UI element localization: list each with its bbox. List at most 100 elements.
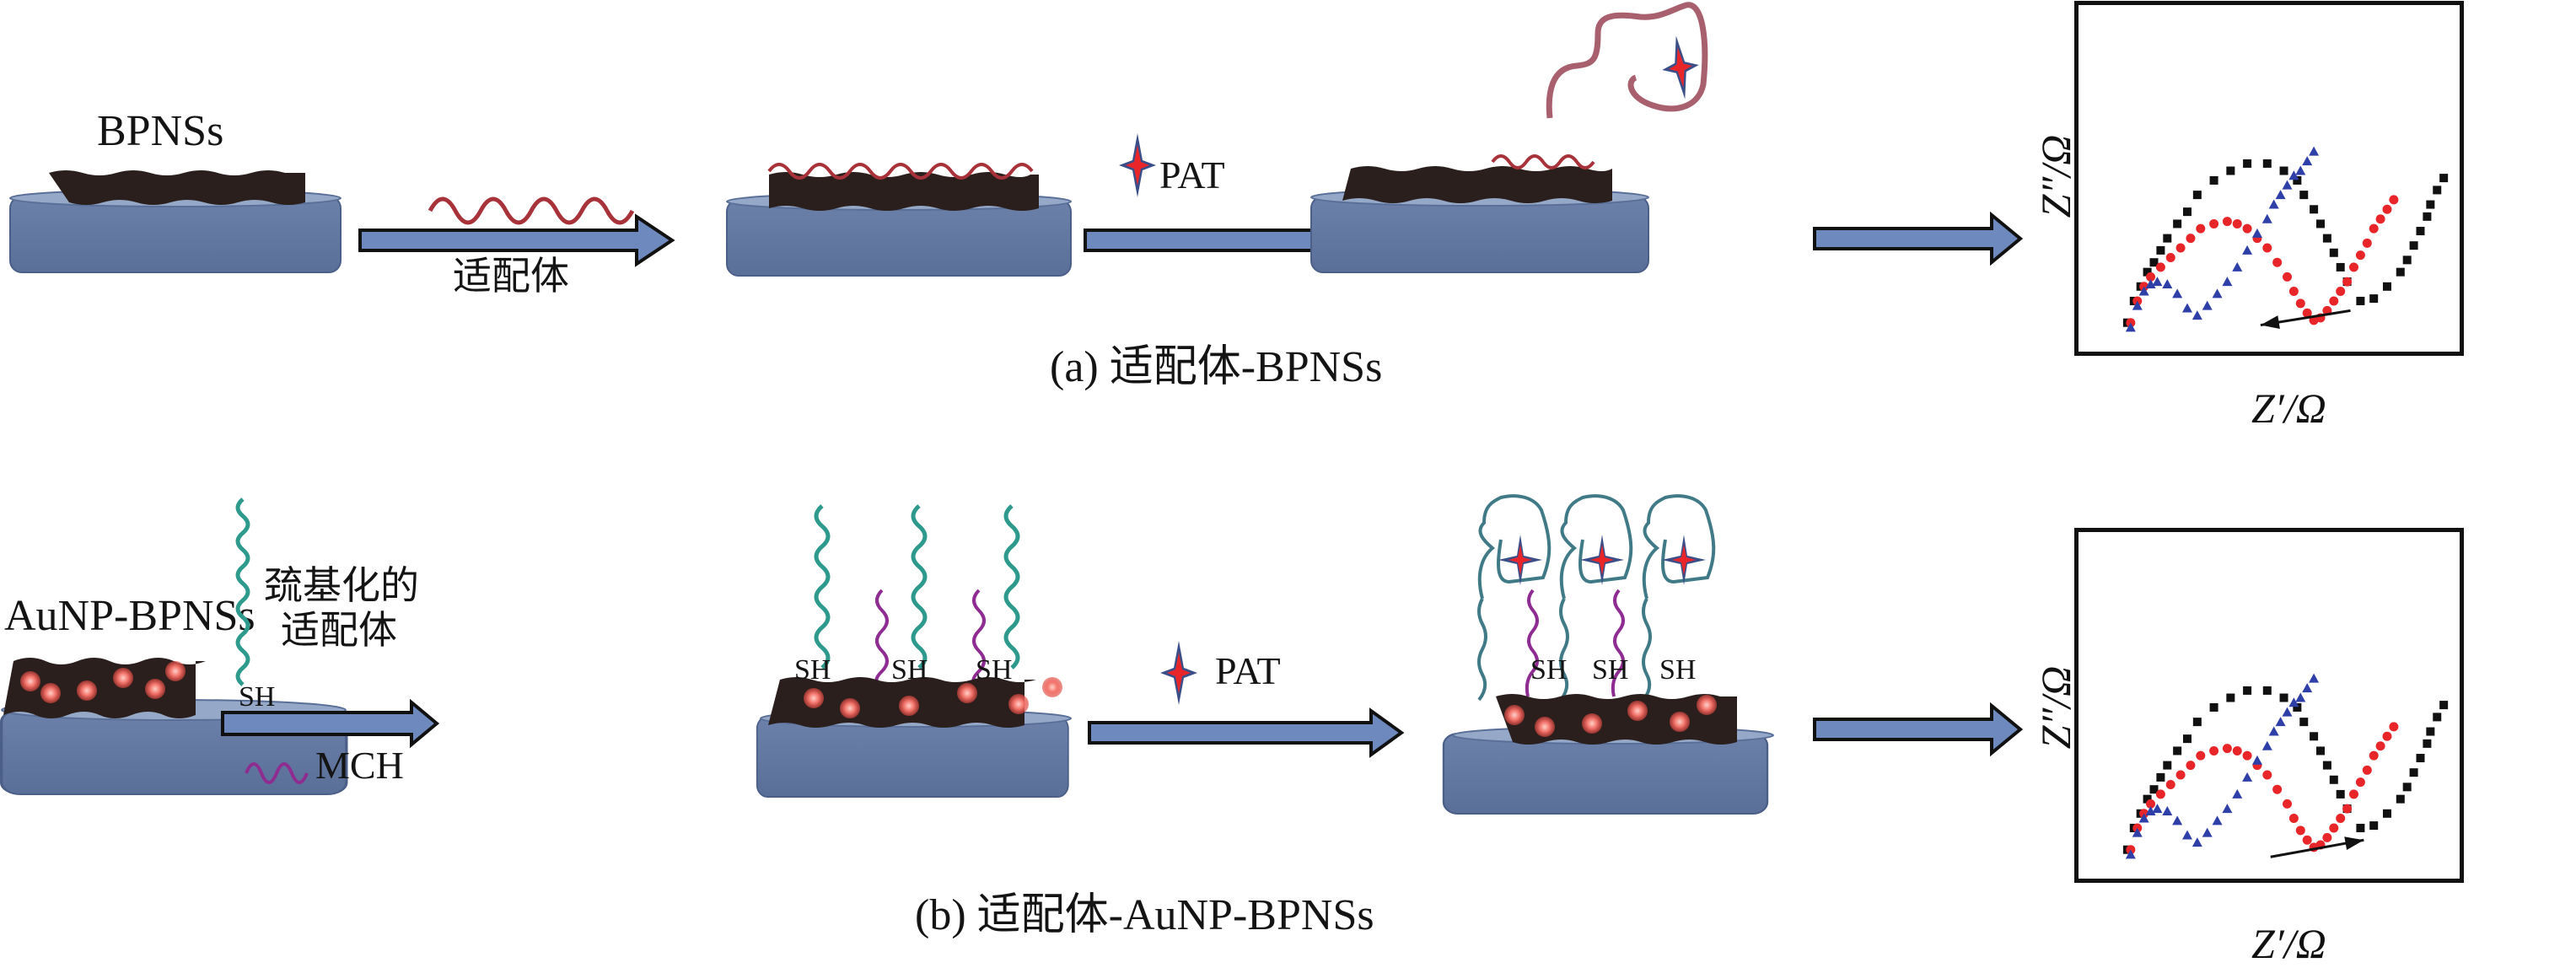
data-point <box>2132 827 2143 837</box>
plot-a-ylabel: Z″/Ω <box>2032 134 2079 218</box>
data-point <box>2329 296 2339 306</box>
data-point <box>2156 772 2165 782</box>
data-point <box>2402 255 2412 265</box>
sh-label-b3-1: SH <box>1530 654 1568 686</box>
data-point <box>2295 692 2306 702</box>
data-point <box>2138 813 2149 823</box>
data-point <box>2356 296 2365 305</box>
trend-arrow <box>2270 836 2364 858</box>
data-point <box>2375 741 2385 751</box>
plot-b-ylabel: Z″/Ω <box>2032 665 2079 750</box>
data-point <box>2155 262 2165 272</box>
data-point <box>2125 849 2136 859</box>
data-point <box>2145 805 2156 815</box>
data-point <box>2162 805 2173 815</box>
data-point <box>2283 272 2292 282</box>
data-point <box>2426 200 2435 209</box>
data-point <box>2283 799 2292 809</box>
data-point <box>2149 258 2159 267</box>
data-point <box>2191 310 2202 320</box>
data-point <box>2369 223 2379 234</box>
data-point <box>2349 262 2358 272</box>
data-point <box>2186 234 2196 244</box>
data-point <box>2433 713 2442 722</box>
data-point <box>2369 821 2379 831</box>
data-point <box>2243 159 2252 168</box>
data-point <box>2279 166 2288 175</box>
data-point <box>2342 277 2353 287</box>
data-point <box>2143 267 2152 277</box>
data-point <box>2439 174 2449 183</box>
electrode-bare-bpnss <box>9 170 341 273</box>
data-point <box>2309 673 2320 683</box>
data-point <box>2336 814 2346 824</box>
data-point <box>2282 180 2293 190</box>
data-point <box>2382 731 2392 741</box>
data-point <box>2226 166 2235 175</box>
data-point <box>2209 175 2218 185</box>
data-point <box>2209 702 2218 712</box>
data-point <box>2242 750 2252 761</box>
data-point <box>2299 191 2309 200</box>
data-point <box>2242 245 2253 255</box>
data-point <box>2212 815 2223 825</box>
data-point <box>2433 186 2442 195</box>
data-point <box>2423 212 2432 221</box>
data-point <box>2302 156 2313 166</box>
data-point <box>2138 286 2149 296</box>
data-point <box>2132 300 2143 310</box>
panel-a-caption: (a) 适配体-BPNSs <box>1050 343 1383 391</box>
pat-label-b: PAT <box>1215 649 1281 692</box>
arrow-b3 <box>1813 702 2024 757</box>
data-point <box>2288 697 2299 707</box>
data-point <box>2272 257 2283 267</box>
data-point <box>2272 784 2283 794</box>
data-point <box>2355 250 2365 261</box>
series-red-circles <box>2126 195 2399 328</box>
data-point <box>2316 219 2325 229</box>
mch-label: MCH <box>315 744 404 787</box>
thiolated-aptamer-label-2: 适配体 <box>281 609 397 652</box>
data-point <box>2316 746 2325 756</box>
data-point <box>2302 308 2312 318</box>
data-point <box>2165 252 2175 262</box>
arrow-a3 <box>1813 211 2024 266</box>
data-point <box>2322 761 2331 770</box>
data-point <box>2222 277 2233 287</box>
aunp-particles <box>20 661 186 703</box>
plot-b-xlabel: Z′/Ω <box>2251 920 2326 967</box>
data-point <box>2336 262 2345 272</box>
data-point <box>2196 223 2206 234</box>
data-point <box>2349 789 2358 799</box>
data-point <box>2262 159 2272 168</box>
data-point <box>2369 750 2379 761</box>
data-point <box>2222 744 2232 754</box>
data-point <box>2279 693 2288 702</box>
data-point <box>2162 278 2173 288</box>
aptamer-wave-icon <box>428 196 635 225</box>
arrow-b2 <box>1088 707 1405 758</box>
data-point <box>2196 750 2206 761</box>
data-point <box>2302 835 2312 845</box>
data-point <box>2310 205 2319 214</box>
data-point <box>2243 686 2252 695</box>
nyquist-plot-a-marks <box>2122 146 2449 332</box>
data-point <box>2152 277 2163 287</box>
thiol-sh-label: SH <box>239 681 276 713</box>
data-point <box>2302 683 2313 693</box>
data-point <box>2222 217 2232 227</box>
data-point <box>2416 754 2425 763</box>
data-point <box>2209 745 2219 756</box>
data-point <box>2261 213 2272 223</box>
data-point <box>2293 175 2302 185</box>
data-point <box>2275 190 2286 200</box>
data-point <box>2295 165 2306 175</box>
data-point <box>2232 261 2243 272</box>
data-point <box>2192 718 2202 727</box>
nyquist-plot-b-marks <box>2122 673 2449 859</box>
bound-aptamer <box>767 163 1034 180</box>
data-point <box>2165 779 2175 789</box>
data-point <box>2342 804 2353 814</box>
data-point <box>2175 243 2186 253</box>
data-point <box>2145 278 2156 288</box>
